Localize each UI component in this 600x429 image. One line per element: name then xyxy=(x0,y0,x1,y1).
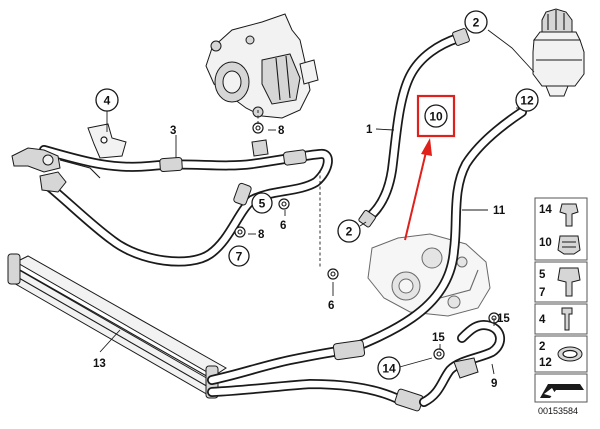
highlight-box xyxy=(416,94,456,138)
label-6-upper: 6 xyxy=(280,220,286,232)
callout-7: 7 xyxy=(228,245,250,267)
hollow-bolt-icon xyxy=(559,203,579,227)
hose-11-return xyxy=(343,107,527,355)
label-6-lower: 6 xyxy=(328,300,334,312)
steering-gear xyxy=(367,233,491,317)
legend-label-2: 2 xyxy=(539,341,545,353)
label-1: 1 xyxy=(366,124,373,136)
oil-cooler xyxy=(7,253,227,399)
highlight-arrow-head xyxy=(421,138,432,156)
leader-lines xyxy=(99,29,535,375)
legend-label-7: 7 xyxy=(539,287,545,299)
cooler-return-lines xyxy=(207,339,424,412)
callout-2-top: 2 xyxy=(464,10,488,34)
washers xyxy=(234,122,500,360)
callout-14-text: 14 xyxy=(382,362,396,376)
callout-10-text: 10 xyxy=(429,110,443,124)
label-3: 3 xyxy=(170,125,176,137)
screw-icon xyxy=(561,307,573,331)
highlight-arrow-shaft xyxy=(404,151,427,241)
label-15-middle: 15 xyxy=(432,332,445,344)
diagram-number: 00153584 xyxy=(538,406,578,416)
legend-label-5: 5 xyxy=(539,269,546,281)
label-8-upper: 8 xyxy=(278,125,285,137)
parts-legend: 14 10 5 7 4 2 12 00153584 xyxy=(534,197,588,416)
callout-14: 14 xyxy=(377,356,401,380)
callout-12-text: 12 xyxy=(520,94,534,108)
callout-4-text: 4 xyxy=(104,94,111,108)
hose-clamp-icon xyxy=(557,235,581,255)
hose-1-feed xyxy=(358,28,470,228)
callout-10: 10 xyxy=(424,104,448,128)
callout-4: 4 xyxy=(95,88,119,112)
label-8-lower: 8 xyxy=(258,229,265,241)
callout-5: 5 xyxy=(251,192,273,214)
legend-row-4 xyxy=(534,303,588,335)
callout-2-bottom-text: 2 xyxy=(346,225,353,239)
banjo-bolt-icon xyxy=(557,267,581,297)
legend-label-12: 12 xyxy=(539,357,552,369)
hose-bracket-4 xyxy=(87,123,127,159)
callout-2-top-text: 2 xyxy=(473,16,480,30)
label-15-right: 15 xyxy=(497,313,510,325)
callout-12: 12 xyxy=(515,88,539,112)
legend-label-14: 14 xyxy=(539,204,552,216)
power-steering-pump xyxy=(205,13,319,119)
legend-label-4: 4 xyxy=(539,314,546,326)
label-13: 13 xyxy=(93,358,106,370)
hose-9-return xyxy=(419,320,505,407)
label-9: 9 xyxy=(491,378,497,390)
callout-5-text: 5 xyxy=(259,197,266,211)
hose-3-pressure xyxy=(39,145,333,267)
highlight-annotation xyxy=(404,94,456,241)
label-11: 11 xyxy=(493,205,506,217)
callout-7-text: 7 xyxy=(236,250,243,264)
fluid-reservoir xyxy=(532,8,585,97)
callout-2-bottom: 2 xyxy=(337,219,361,243)
legend-label-10: 10 xyxy=(539,237,552,249)
pressure-line-fittings-left xyxy=(11,147,101,193)
